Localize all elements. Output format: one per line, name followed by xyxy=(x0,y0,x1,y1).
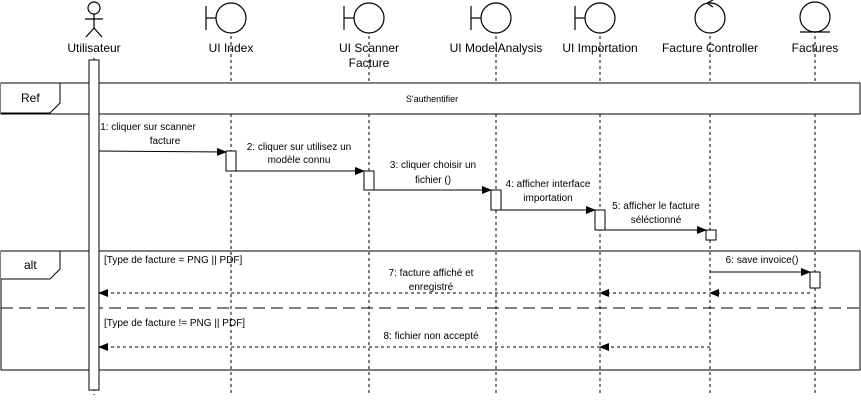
message-5-label-2: séléctionné xyxy=(631,215,682,226)
boundary-icon-import xyxy=(574,2,616,34)
participant-label-model: UI ModelAnalysis xyxy=(450,41,543,55)
participant-label-ctrl: Facture Controller xyxy=(662,41,758,55)
message-5-label: 5: afficher le facture xyxy=(612,201,700,212)
message-7-label: 7: facture affiché et xyxy=(389,268,474,279)
control-icon xyxy=(694,0,726,34)
alt-guard-2: [Type de facture != PNG || PDF] xyxy=(104,318,245,329)
boundary-icon-scanner xyxy=(343,2,385,34)
ref-frame-text: S'authentifier xyxy=(406,94,458,104)
ref-frame: Ref S'authentifier xyxy=(0,82,861,115)
entity-icon xyxy=(799,1,831,33)
participant-label-user: Utilisateur xyxy=(67,41,120,55)
message-1-arrow xyxy=(98,147,227,156)
participant-label-scanner-2: Facture xyxy=(349,56,390,70)
activation-scanner xyxy=(363,170,375,191)
message-8-label: 8: fichier non accepté xyxy=(383,331,478,342)
message-1-label: 1: cliquer sur scanner xyxy=(100,122,196,133)
message-2-label: 2: cliquer sur utilisez un xyxy=(247,142,352,153)
message-3-label: 3: cliquer choisir un xyxy=(390,160,476,171)
alt-frame: alt [Type de facture = PNG || PDF] [Type… xyxy=(0,250,861,371)
message-4-label: 4: afficher interface xyxy=(506,179,591,190)
message-1-label-2: facture xyxy=(150,136,181,147)
messages xyxy=(98,147,811,351)
alt-frame-tag: alt xyxy=(24,258,37,272)
actor-icon xyxy=(85,1,103,38)
activation-import xyxy=(594,209,606,231)
boundary-icon-model xyxy=(470,2,512,34)
activation-bars xyxy=(88,59,821,391)
participant-label-scanner: UI Scanner xyxy=(339,41,399,55)
activation-user xyxy=(88,59,100,391)
message-4-label-2: importation xyxy=(523,193,572,204)
activation-ctrl xyxy=(705,229,717,241)
message-3-label-2: fichier () xyxy=(415,175,451,186)
participant-labels: Utilisateur UI Index UI Scanner Facture … xyxy=(67,41,838,70)
participant-label-import: UI Importation xyxy=(562,41,637,55)
message-7-label-2: enregistré xyxy=(409,282,454,293)
participant-label-factures: Factures xyxy=(792,41,839,55)
message-6-label: 6: save invoice() xyxy=(726,255,799,266)
activation-model xyxy=(490,189,502,211)
message-2-label-2: modèle connu xyxy=(268,155,331,166)
ref-frame-tag: Ref xyxy=(21,91,40,105)
participant-label-index: UI Index xyxy=(209,41,254,55)
alt-guard-1: [Type de facture = PNG || PDF] xyxy=(104,255,243,266)
activation-index xyxy=(225,150,237,172)
activation-factures xyxy=(809,271,821,289)
boundary-icon-index xyxy=(205,2,247,34)
message-labels: 1: cliquer sur scanner facture 2: clique… xyxy=(100,122,798,342)
